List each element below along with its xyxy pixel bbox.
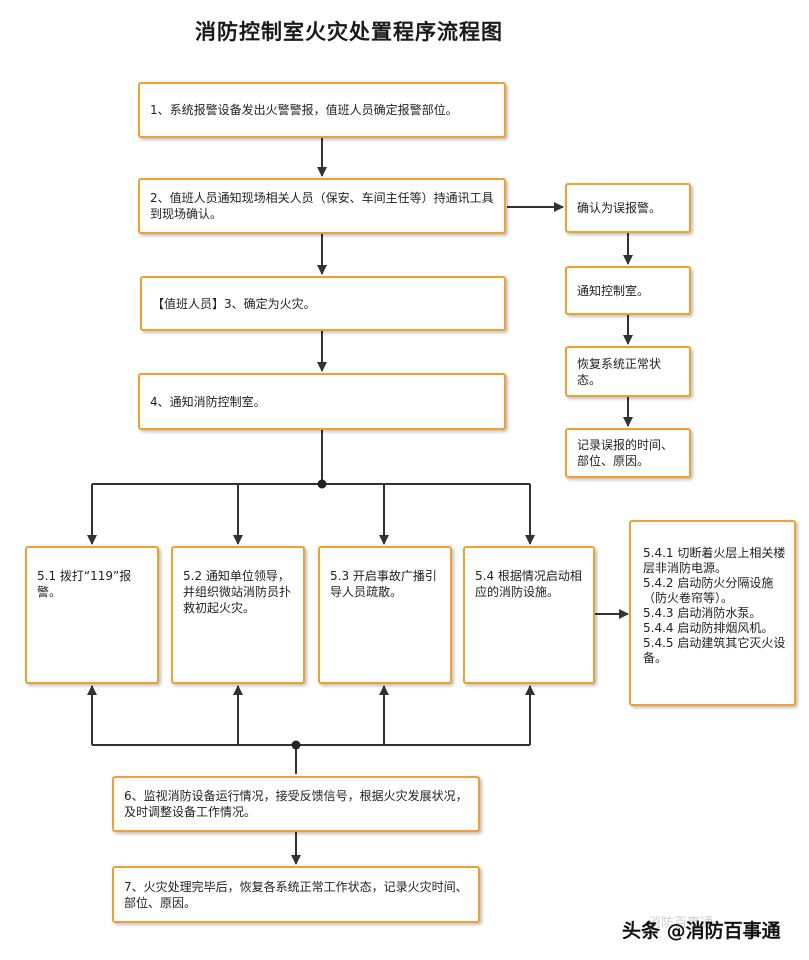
step-54-text: 5.4 根据情况启动相应的消防设施。	[475, 569, 582, 599]
step-4-box: 4、通知消防控制室。	[138, 373, 506, 430]
notify-control-box: 通知控制室。	[565, 266, 691, 315]
step-6-text: 6、监视消防设备运行情况，接受反馈信号，根据火灾发展状况，及时调整设备工作情况。	[124, 789, 468, 819]
step-52-box: 5.2 通知单位领导，并组织微站消防员扑救初起火灾。	[171, 546, 305, 684]
step-4-text: 4、通知消防控制室。	[150, 394, 266, 409]
step-53-box: 5.3 开启事故广播引导人员疏散。	[318, 546, 452, 684]
step-54-box: 5.4 根据情况启动相应的消防设施。	[463, 546, 595, 684]
step-51-box: 5.1 拨打“119”报警。	[25, 546, 159, 684]
step-51-text: 5.1 拨打“119”报警。	[37, 569, 132, 599]
false-alarm-text: 确认为误报警。	[577, 201, 662, 215]
notify-control-text: 通知控制室。	[577, 283, 650, 298]
step-1-text: 1、系统报警设备发出火警警报，值班人员确定报警部位。	[150, 103, 458, 117]
step-3-box: 【值班人员】3、确定为火灾。	[140, 276, 506, 331]
step-6-box: 6、监视消防设备运行情况，接受反馈信号，根据火灾发展状况，及时调整设备工作情况。	[112, 776, 480, 832]
restore-system-text: 恢复系统正常状态。	[577, 356, 662, 387]
step-2-text: 2、值班人员通知现场相关人员（保安、车间主任等）持通讯工具到现场确认。	[150, 191, 494, 221]
watermark-faint: 消防百事通	[648, 916, 714, 931]
restore-system-box: 恢复系统正常状态。	[565, 346, 691, 397]
step-1-box: 1、系统报警设备发出火警警报，值班人员确定报警部位。	[138, 82, 506, 138]
step-52-text: 5.2 通知单位领导，并组织微站消防员扑救初起火灾。	[183, 569, 292, 615]
page-title: 消防控制室火灾处置程序流程图	[195, 20, 503, 44]
step-3-text: 【值班人员】3、确定为火灾。	[152, 296, 316, 311]
junction-dot-top	[317, 479, 327, 489]
sub-action-1: 5.4.1 切断着火层上相关楼层非消防电源。	[643, 546, 786, 575]
false-alarm-box: 确认为误报警。	[565, 183, 691, 233]
step-7-text: 7、火灾处理完毕后，恢复各系统正常工作状态，记录火灾时间、部位、原因。	[124, 879, 468, 910]
step-7-box: 7、火灾处理完毕后，恢复各系统正常工作状态，记录火灾时间、部位、原因。	[112, 866, 480, 923]
sub-action-2: 5.4.2 启动防火分隔设施（防火卷帘等）。	[643, 576, 774, 605]
step-53-text: 5.3 开启事故广播引导人员疏散。	[330, 569, 437, 599]
sub-action-5: 5.4.5 启动建筑其它灭火设备。	[643, 636, 786, 665]
record-false-alarm-text: 记录误报的时间、部位、原因。	[577, 438, 674, 468]
sub-actions-box: 5.4.1 切断着火层上相关楼层非消防电源。 5.4.2 启动防火分隔设施（防火…	[629, 520, 796, 706]
step-2-box: 2、值班人员通知现场相关人员（保安、车间主任等）持通讯工具到现场确认。	[138, 178, 506, 234]
sub-action-4: 5.4.4 启动防排烟风机。	[643, 621, 774, 635]
junction-dot-bottom	[291, 740, 301, 750]
sub-action-3: 5.4.3 启动消防水泵。	[643, 606, 762, 620]
watermark: 头条 @消防百事通	[622, 920, 781, 942]
record-false-alarm-box: 记录误报的时间、部位、原因。	[565, 428, 691, 478]
